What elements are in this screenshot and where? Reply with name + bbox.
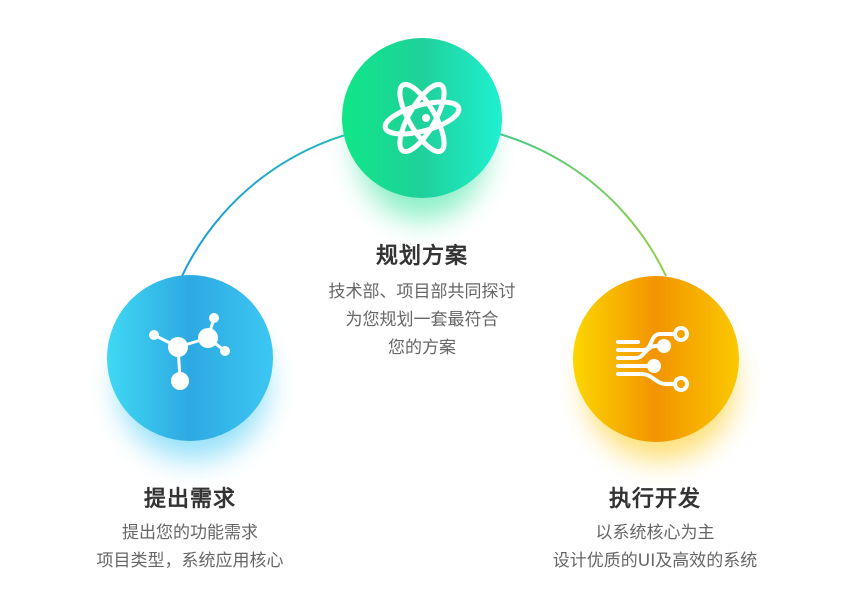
desc-line: 提出您的功能需求 [122,523,258,543]
request-description: 提出您的功能需求 项目类型，系统应用核心 [97,519,284,575]
desc-line: 设计优质的UI及高效的系统 [552,551,758,571]
plan-description: 技术部、项目部共同探讨 为您规划一套最符合 您的方案 [329,278,516,362]
request-circle [107,275,273,441]
develop-description: 以系统核心为主 设计优质的UI及高效的系统 [553,519,757,575]
circuit-icon [616,326,689,392]
atom-icon [382,81,462,155]
molecule-icon [149,313,230,390]
develop-circle [573,276,739,442]
desc-line: 您的方案 [388,338,456,358]
desc-line: 技术部、项目部共同探讨 [328,282,516,302]
plan-circle [342,38,502,198]
desc-line: 以系统核心为主 [595,523,715,543]
develop-title: 执行开发 [608,487,702,512]
desc-line: 为您规划一套最符合 [345,310,499,330]
desc-line: 项目类型，系统应用核心 [96,551,284,571]
plan-title: 规划方案 [375,244,469,269]
request-title: 提出需求 [143,487,237,512]
